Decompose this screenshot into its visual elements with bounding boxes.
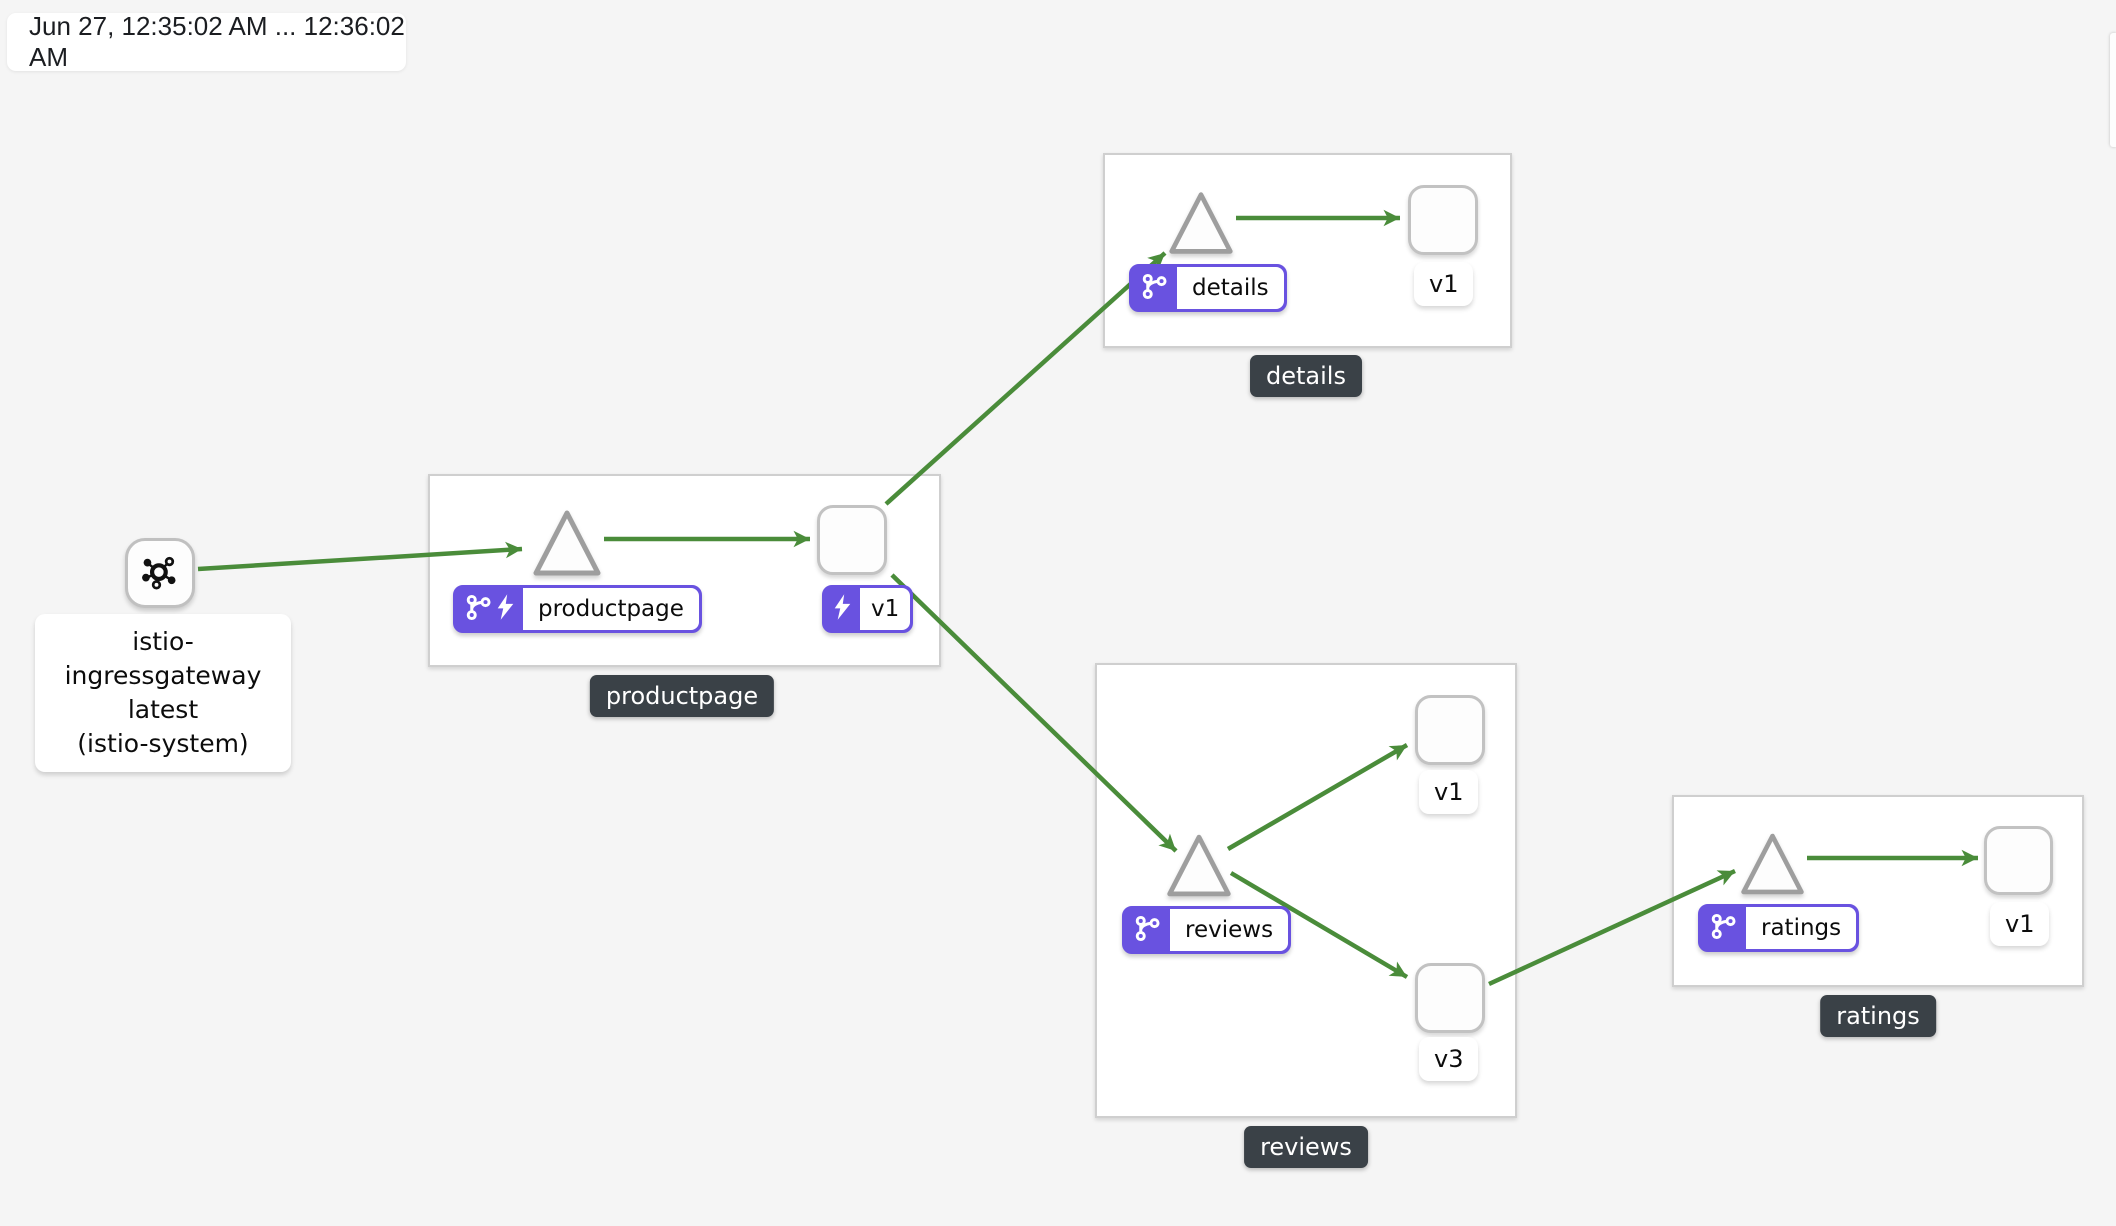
edge-reviews-to-v1[interactable] — [1226, 743, 1409, 851]
virtual-service-icon — [1134, 915, 1161, 946]
workload-label-reviews-v1[interactable]: v1 — [1419, 770, 1479, 814]
time-range-label: Jun 27, 12:35:02 AM ... 12:36:02 AM — [7, 11, 406, 72]
virtual-service-icon — [465, 594, 492, 625]
workload-node-ratings-v1[interactable] — [1984, 826, 2053, 895]
service-name-label: productpage — [523, 588, 699, 630]
service-node-details[interactable] — [1166, 189, 1236, 257]
workload-label-ratings-v1[interactable]: v1 — [1990, 902, 2050, 946]
workload-version-text: v1 — [1434, 778, 1464, 806]
node-label-istio-ingressgateway[interactable]: istio-ingressgateway latest (istio-syste… — [35, 614, 291, 772]
workload-node-details-v1[interactable] — [1408, 185, 1478, 255]
workload-version-text: v1 — [2005, 910, 2035, 938]
edge-productpage-v1-to-reviews[interactable] — [890, 573, 1178, 853]
badge-ratings-service[interactable]: ratings — [1698, 904, 1860, 952]
workload-label-reviews-v3[interactable]: v3 — [1419, 1037, 1479, 1081]
node-istio-ingressgateway[interactable] — [125, 538, 195, 608]
vertical-scrollbar-thumb[interactable] — [2110, 33, 2116, 147]
group-label-ratings[interactable]: ratings — [1820, 995, 1936, 1037]
virtual-service-icon — [1710, 913, 1737, 944]
traffic-bolt-icon — [834, 594, 851, 624]
edge-reviews-v3-to-ratings[interactable] — [1488, 868, 1736, 987]
gateway-name: istio-ingressgateway — [64, 627, 262, 690]
group-label-reviews[interactable]: reviews — [1244, 1126, 1368, 1168]
service-name-label: reviews — [1170, 909, 1289, 951]
group-label-details[interactable]: details — [1250, 355, 1362, 397]
service-node-productpage[interactable] — [530, 507, 604, 579]
edge-reviews-to-v3[interactable] — [1229, 871, 1409, 979]
workload-version-text: v1 — [1429, 270, 1459, 298]
mesh-hub-icon — [138, 549, 182, 597]
group-label-productpage[interactable]: productpage — [589, 675, 775, 717]
gateway-namespace: (istio-system) — [77, 729, 249, 758]
service-name-label: details — [1177, 267, 1284, 309]
workload-version-label: v1 — [860, 588, 911, 630]
workload-node-reviews-v3[interactable] — [1415, 963, 1485, 1033]
workload-node-reviews-v1[interactable] — [1415, 695, 1485, 765]
gateway-version: latest — [127, 695, 199, 724]
service-node-reviews[interactable] — [1164, 830, 1234, 901]
traffic-bolt-icon — [497, 594, 514, 624]
workload-label-details-v1[interactable]: v1 — [1414, 262, 1474, 306]
virtual-service-icon — [1141, 273, 1168, 304]
badge-productpage-service[interactable]: productpage — [453, 585, 702, 633]
edge-gateway-to-productpage[interactable] — [197, 541, 523, 572]
service-node-ratings[interactable] — [1738, 829, 1807, 899]
workload-node-productpage-v1[interactable] — [817, 505, 887, 575]
badge-details-service[interactable]: details — [1129, 264, 1287, 312]
workload-version-text: v3 — [1434, 1045, 1464, 1073]
edge-productpage-v1-to-details[interactable] — [884, 251, 1167, 506]
service-name-label: ratings — [1746, 907, 1857, 949]
badge-productpage-v1[interactable]: v1 — [822, 585, 914, 633]
badge-reviews-service[interactable]: reviews — [1122, 906, 1292, 954]
